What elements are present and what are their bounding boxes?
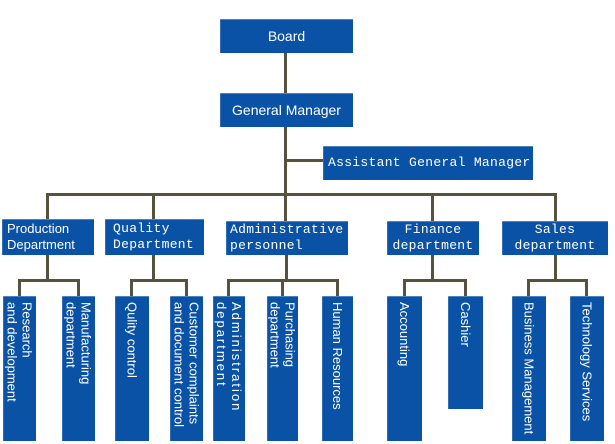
org-node-purchasing-department: Purchasing department (267, 296, 298, 441)
connector-group-quality (130, 279, 188, 282)
org-node-customer-complaints: Customer complaints and document control (170, 296, 203, 441)
connector-production-children (46, 254, 49, 282)
org-node-general-manager: General Manager (220, 93, 353, 127)
connector-stub-technology-services (585, 279, 588, 296)
node-label: Qulity control (124, 302, 140, 378)
connector-stub-administration (227, 279, 230, 296)
connector-stub-business-management (527, 279, 530, 296)
org-node-finance-department: Finance department (387, 221, 479, 255)
connector-drop-sales (554, 194, 557, 221)
node-label-line: department (63, 302, 79, 368)
org-node-manufacturing-department: Manufacturing department (62, 296, 95, 441)
org-node-accounting: Accounting (387, 296, 422, 441)
node-label-line: Quality (113, 221, 170, 236)
org-node-qulity-control: Qulity control (115, 296, 149, 441)
node-label-line: Customer complaints (186, 302, 202, 425)
node-label-line: and development (4, 302, 20, 402)
node-label-line: Department (7, 237, 75, 252)
node-label-line: department (392, 238, 474, 253)
org-node-human-resources: Human Resources (322, 296, 353, 441)
connector-drop-quality (152, 194, 155, 219)
org-node-business-management: Business Management (512, 296, 546, 441)
connector-stub-cashier (464, 279, 467, 296)
node-label-line: Administrative (230, 222, 344, 237)
node-label-line: personnel (230, 238, 303, 253)
node-label-line: department (514, 238, 596, 253)
connector-stub-customer-complaints (185, 279, 188, 296)
connector-stub-qulity-control (130, 279, 133, 296)
connector-group-sales (527, 279, 588, 282)
node-label-line: Purchasing (282, 302, 298, 368)
connector-departments (46, 193, 557, 196)
node-label-line: and document control (171, 302, 187, 428)
connector-stub-accounting (403, 279, 406, 296)
connector-finance-children (431, 254, 434, 282)
org-node-research-and-development: Research and development (3, 296, 36, 441)
org-node-board: Board (220, 19, 353, 53)
node-label: Accounting (397, 302, 412, 367)
connector-gm-spine (284, 127, 287, 222)
connector-drop-finance (431, 194, 434, 221)
node-label: Technology Services (579, 302, 595, 422)
node-label: Board (267, 28, 306, 44)
org-node-sales-department: Sales department (502, 221, 608, 255)
node-label-line: Finance (404, 222, 462, 237)
node-label-line: Research (19, 302, 35, 358)
connector-stub-manufacturing (77, 279, 80, 296)
org-node-assistant-general-manager: Assistant General Manager (323, 146, 533, 180)
connector-stub-human-resources (336, 279, 339, 296)
node-label: Cashier (458, 302, 473, 347)
node-label-line: Sales (534, 222, 576, 237)
node-label-line: department (267, 302, 283, 368)
node-label: General Manager (232, 102, 341, 118)
connector-group-production (18, 279, 80, 282)
connector-administrative-children (285, 254, 288, 282)
connector-stub-purchasing (281, 279, 284, 296)
node-label: Business Management (521, 302, 537, 435)
node-label: Human Resources (330, 302, 345, 410)
connector-stub-research (18, 279, 21, 296)
org-node-administration-department: Administration department (213, 296, 245, 441)
org-node-cashier: Cashier (448, 296, 483, 409)
org-node-administrative-personnel: Administrative personnel (226, 221, 348, 255)
node-label: Assistant General Manager (328, 155, 531, 170)
node-label-line: Department (113, 237, 195, 252)
org-node-technology-services: Technology Services (570, 296, 604, 441)
connector-sales-children (554, 254, 557, 282)
connector-board-gm (284, 53, 287, 93)
node-label-line: Production (7, 221, 70, 236)
node-label-line: department (214, 302, 229, 388)
connector-quality-children (152, 254, 155, 282)
connector-assistant-branch (284, 159, 325, 162)
node-label-line: Administration (229, 302, 244, 413)
connector-drop-production (46, 194, 49, 219)
connector-group-finance (403, 279, 467, 282)
node-label-line: Manufacturing (78, 302, 94, 385)
org-node-production-department: Production Department (2, 219, 94, 255)
org-node-quality-department: Quality Department (105, 219, 204, 255)
